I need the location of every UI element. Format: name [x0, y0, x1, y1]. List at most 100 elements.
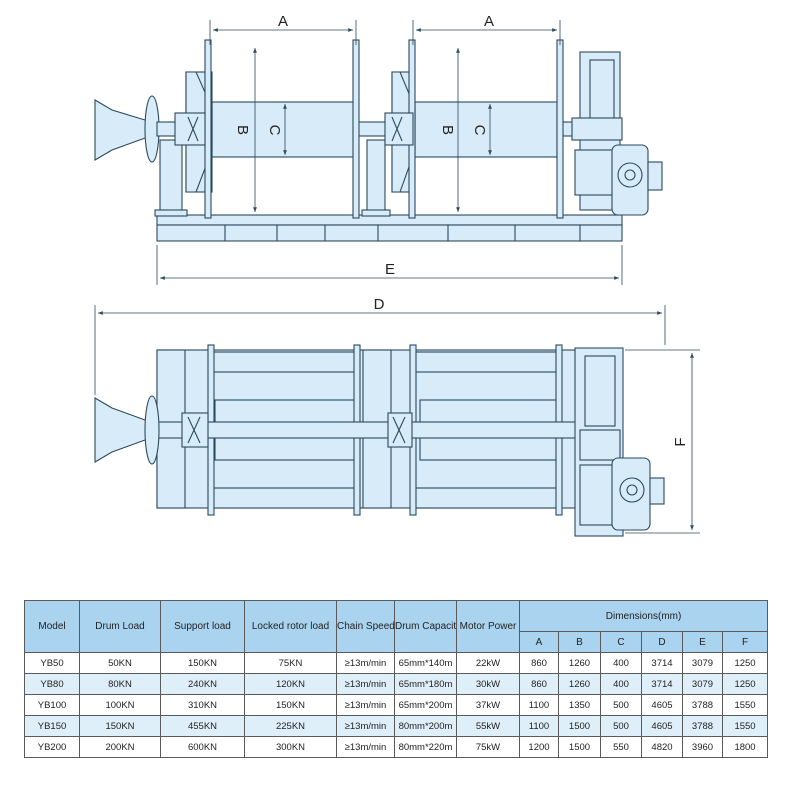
- table-cell: 3079: [682, 673, 723, 695]
- table-cell: 1550: [721, 715, 769, 737]
- table-cell: 100KN: [79, 694, 161, 716]
- table-cell: 300KN: [244, 736, 337, 758]
- header-dim-a: A: [519, 631, 559, 653]
- table-cell: 4820: [641, 736, 683, 758]
- table-cell: 65mm*140m: [394, 652, 457, 674]
- table-cell: 225KN: [244, 715, 337, 737]
- header-dim-f: F: [721, 631, 769, 653]
- table-cell: 30kW: [456, 673, 520, 695]
- table-cell: 200KN: [79, 736, 161, 758]
- table-cell: 310KN: [160, 694, 245, 716]
- header-dim-e: E: [682, 631, 723, 653]
- table-cell: 55kW: [456, 715, 520, 737]
- dim-label-d: D: [374, 296, 385, 313]
- table-cell: 65mm*200m: [394, 694, 457, 716]
- header-locked-rotor-load: Locked rotor load: [244, 600, 337, 653]
- table-cell: 150KN: [79, 715, 161, 737]
- table-cell: 3079: [682, 652, 723, 674]
- table-cell: ≥13m/min: [336, 694, 395, 716]
- table-cell: 1250: [721, 673, 769, 695]
- header-dim-b: B: [558, 631, 601, 653]
- left-drum-flange-a: [204, 39, 212, 219]
- header-motor-power: Motor Power: [456, 600, 520, 653]
- table-cell: ≥13m/min: [336, 736, 395, 758]
- table-cell: 400: [600, 652, 642, 674]
- table-cell: 550: [600, 736, 642, 758]
- table-cell: 22kW: [456, 652, 520, 674]
- table-cell: 80mm*200m: [394, 715, 457, 737]
- winch-technical-drawing: A A B C B C E: [94, 13, 700, 537]
- table-cell: 1200: [519, 736, 559, 758]
- table-cell: YB200: [24, 736, 80, 758]
- table-cell: ≥13m/min: [336, 652, 395, 674]
- table-cell: 240KN: [160, 673, 245, 695]
- table-cell: 455KN: [160, 715, 245, 737]
- table-cell: 1100: [519, 694, 559, 716]
- dim-label-b-right: B: [439, 125, 456, 135]
- table-cell: 400: [600, 673, 642, 695]
- table-cell: 600KN: [160, 736, 245, 758]
- table-cell: 120KN: [244, 673, 337, 695]
- table-cell: ≥13m/min: [336, 715, 395, 737]
- table-cell: 1350: [558, 694, 601, 716]
- table-cell: 37kW: [456, 694, 520, 716]
- header-drum-capacity: Drum Capacity: [394, 600, 457, 653]
- dim-label-e: E: [385, 261, 395, 278]
- dim-label-f: F: [672, 437, 689, 446]
- table-cell: 1500: [558, 715, 601, 737]
- table-cell: YB150: [24, 715, 80, 737]
- table-cell: 1250: [721, 652, 769, 674]
- table-cell: 3714: [641, 652, 683, 674]
- table-cell: 4605: [641, 694, 683, 716]
- header-support-load: Support load: [160, 600, 245, 653]
- table-cell: 150KN: [160, 652, 245, 674]
- plan-view: [94, 344, 665, 537]
- table-cell: 75KN: [244, 652, 337, 674]
- table-cell: YB50: [24, 652, 80, 674]
- table-cell: 1800: [721, 736, 769, 758]
- table-cell: 75kW: [456, 736, 520, 758]
- table-cell: 3788: [682, 694, 723, 716]
- table-cell: 3960: [682, 736, 723, 758]
- table-cell: 4605: [641, 715, 683, 737]
- table-cell: 80mm*220m: [394, 736, 457, 758]
- table-cell: ≥13m/min: [336, 673, 395, 695]
- table-cell: 1260: [558, 652, 601, 674]
- front-elevation-view: [94, 39, 663, 242]
- table-cell: 3788: [682, 715, 723, 737]
- table-cell: 150KN: [244, 694, 337, 716]
- front-dimensions: [156, 20, 623, 285]
- table-cell: 3714: [641, 673, 683, 695]
- table-cell: YB80: [24, 673, 80, 695]
- header-dim-d: D: [641, 631, 683, 653]
- table-cell: 500: [600, 694, 642, 716]
- dim-label-c-right: C: [471, 125, 488, 136]
- table-cell: 50KN: [79, 652, 161, 674]
- left-drum-flange-b: [352, 39, 360, 219]
- table-cell: 1500: [558, 736, 601, 758]
- table-cell: 1100: [519, 715, 559, 737]
- table-cell: 65mm*180m: [394, 673, 457, 695]
- table-cell: 500: [600, 715, 642, 737]
- middle-support: [366, 139, 386, 216]
- header-chain-speed: Chain Speed: [336, 600, 395, 653]
- table-cell: 860: [519, 652, 559, 674]
- header-drum-load: Drum Load: [79, 600, 161, 653]
- header-dim-c: C: [600, 631, 642, 653]
- table-cell: 860: [519, 673, 559, 695]
- dim-label-c-left: C: [266, 125, 283, 136]
- dim-label-b-left: B: [234, 125, 251, 135]
- table-cell: YB100: [24, 694, 80, 716]
- plan-dimensions: [94, 305, 700, 534]
- right-drum-flange-b: [556, 39, 564, 219]
- header-dimensions: Dimensions(mm): [518, 600, 769, 632]
- table-cell: 1550: [721, 694, 769, 716]
- left-support: [159, 139, 183, 216]
- specification-table: Model Drum Load Support load Locked roto…: [24, 600, 769, 758]
- header-model: Model: [24, 600, 80, 653]
